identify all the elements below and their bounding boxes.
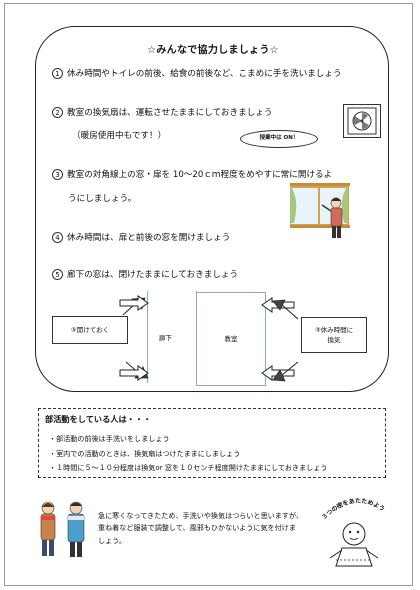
item-2-note: （暖房使用中もです！） [72, 131, 167, 141]
club-title: 部活動をしている人は・・・ [45, 414, 152, 424]
number-circle: 2 [52, 107, 63, 118]
bottom-line-3: しょう。 [98, 536, 126, 545]
bottom-line-1: 急に寒くなってきたため、手洗いや換気はつらいと思いますが、 [98, 511, 304, 520]
mascot-bubble-text: ３つの密をあたためよう [320, 497, 386, 521]
number-circle: 3 [52, 169, 63, 180]
callout-bubble: 授業中は ON！ [240, 130, 318, 148]
mascot-illustration-icon: ３つの密をあたためよう [320, 497, 386, 567]
club-activities-box: 部活動をしている人は・・・ ・部活動の前後は手洗いをしましょう ・室内での活動の… [38, 408, 386, 478]
arrow-right-icon [119, 365, 149, 381]
club-line-3: ・１時間に５〜１０分程度は換気or 窓を１０センチ程度開けたままにしておきましょ… [49, 463, 328, 472]
open-box: ⑤開けておく [52, 316, 128, 344]
club-line-1: ・部活動の前後は手洗いをしましょう [49, 434, 170, 443]
item-3-continued: うにしましょう。 [68, 194, 137, 204]
classroom-box: 教室 [196, 292, 266, 386]
number-circle: 4 [52, 232, 63, 243]
arrow-left-icon [272, 361, 299, 382]
ventilate-box: ③休み時間に 換気 [301, 317, 367, 353]
arrow-left-icon [272, 299, 299, 320]
corridor-label: 廊下 [159, 334, 172, 342]
page-border [4, 3, 413, 586]
number-circle: 5 [52, 269, 63, 280]
arrow-right-icon [119, 295, 149, 311]
notice-title: ☆みんなで協力しましょう☆ [147, 45, 279, 56]
number-circle: 1 [52, 68, 63, 79]
winter-people-illustration-icon [40, 501, 85, 557]
window-illustration-icon [288, 179, 354, 241]
svg-text:３つの密をあたためよう: ３つの密をあたためよう [320, 497, 386, 521]
bottom-line-2: 重ね着など服装で調整して、風邪もひかないように気を付けま [98, 523, 296, 532]
ventilation-fan-icon [343, 104, 381, 138]
club-line-2: ・室内での活動のときは、換気扇はつけたままにしましょう [49, 449, 241, 458]
corridor-line-left [147, 291, 148, 383]
